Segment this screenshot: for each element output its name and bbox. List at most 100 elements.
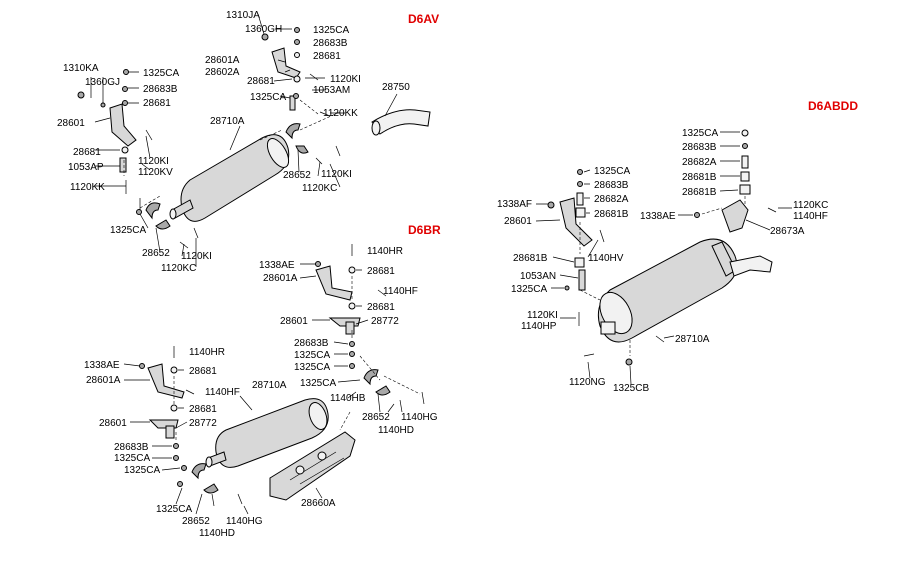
bracket-28601-d6br-top <box>328 317 361 327</box>
label-1140hp: 1140HP <box>521 321 557 332</box>
label-28652: 28652 <box>142 248 170 259</box>
label-28710a: 28710A <box>252 380 287 391</box>
label-1325ca: 1325CA <box>682 128 718 139</box>
d6av-assembly <box>77 13 431 267</box>
label-28750: 28750 <box>382 82 410 93</box>
clamp-d6av-1 <box>285 123 301 140</box>
label-1338ae: 1338AE <box>640 211 676 222</box>
label-1120ki: 1120KI <box>527 310 558 321</box>
label-1325ca: 1325CA <box>156 504 192 515</box>
label-28682a: 28682A <box>594 194 629 205</box>
label-1310ja: 1310JA <box>226 10 260 21</box>
label-28681: 28681 <box>73 147 101 158</box>
bracket-28601a-d6br-top <box>315 265 353 301</box>
label-28710a: 28710A <box>210 116 245 127</box>
d6br-assembly <box>123 244 425 515</box>
bracket-28601-d6abdd <box>559 197 593 247</box>
label-1325cb: 1325CB <box>613 383 649 394</box>
label-1140hd: 1140HD <box>378 425 414 436</box>
label-1120kc: 1120KC <box>793 200 828 211</box>
label-1325ca: 1325CA <box>124 465 160 476</box>
label-1140hr: 1140HR <box>189 347 225 358</box>
label-28683b: 28683B <box>682 142 717 153</box>
clamp-d6br-right <box>363 369 379 386</box>
label-1140hv: 1140HV <box>588 253 624 264</box>
label-28681b: 28681B <box>594 209 629 220</box>
bracket-28601a-d6br-left <box>147 363 185 399</box>
label-1325ca: 1325CA <box>511 284 547 295</box>
label-28772: 28772 <box>371 316 399 327</box>
label-1325ca: 1325CA <box>294 350 330 361</box>
label-28681: 28681 <box>143 98 171 109</box>
hanger-1053am <box>289 95 296 111</box>
label-28601a: 28601A <box>205 55 240 66</box>
pipe-28750 <box>371 109 431 135</box>
label-28681b: 28681B <box>513 253 548 264</box>
label-1120kc: 1120KC <box>161 263 196 274</box>
bracket-28601-d6av <box>109 103 137 147</box>
label-28652: 28652 <box>182 516 210 527</box>
label-1325ca: 1325CA <box>594 166 630 177</box>
label-1325ca: 1325CA <box>300 378 336 389</box>
d6abdd-assembly <box>535 129 792 385</box>
label-28673a: 28673A <box>770 226 805 237</box>
label-28681b: 28681B <box>682 172 717 183</box>
label-28601: 28601 <box>280 316 308 327</box>
label-1120ng: 1120NG <box>569 377 606 388</box>
muffler-d6br <box>205 398 329 468</box>
label-28652: 28652 <box>283 170 311 181</box>
label-1120kc: 1120KC <box>302 183 337 194</box>
label-28681: 28681 <box>367 302 395 313</box>
label-1120kk: 1120KK <box>70 182 105 193</box>
label-1120kv: 1120KV <box>138 167 173 178</box>
label-28660a: 28660A <box>301 498 336 509</box>
label-1120ki: 1120KI <box>181 251 212 262</box>
label-28681: 28681 <box>189 404 217 415</box>
label-1325ca: 1325CA <box>143 68 179 79</box>
label-28683b: 28683B <box>594 180 629 191</box>
label-1120ki: 1120KI <box>330 74 361 85</box>
label-1338af: 1338AF <box>497 199 532 210</box>
label-28710a: 28710A <box>675 334 710 345</box>
label-1325ca: 1325CA <box>110 225 146 236</box>
label-1120ki: 1120KI <box>138 156 169 167</box>
label-28601: 28601 <box>57 118 85 129</box>
section-title-d6abdd: D6ABDD <box>808 99 858 113</box>
label-1140hb: 1140HB <box>330 393 366 404</box>
label-28601a: 28601A <box>86 375 121 386</box>
label-28682a: 28682A <box>682 157 717 168</box>
isolator-28772-top <box>345 321 355 335</box>
label-28601a: 28601A <box>263 273 298 284</box>
label-1338ae: 1338AE <box>84 360 120 371</box>
label-28683b: 28683B <box>294 338 329 349</box>
label-1120ki: 1120KI <box>321 169 352 180</box>
label-1140hg: 1140HG <box>401 412 438 423</box>
label-1140hf: 1140HF <box>205 387 240 398</box>
label-1325ca: 1325CA <box>114 453 150 464</box>
isolator-28772-left <box>165 425 175 439</box>
hanger-1053ap <box>119 157 127 173</box>
section-title-d6av: D6AV <box>408 12 439 26</box>
label-1310ka: 1310KA <box>63 63 99 74</box>
muffler-d6abdd <box>597 238 773 343</box>
label-28681b: 28681B <box>682 187 717 198</box>
label-1360gj: 1360GJ <box>85 77 120 88</box>
label-1325ca: 1325CA <box>294 362 330 373</box>
label-28683b: 28683B <box>313 38 348 49</box>
label-1053ap: 1053AP <box>68 162 104 173</box>
label-28683b: 28683B <box>143 84 178 95</box>
label-1360gh: 1360GH <box>245 24 282 35</box>
label-1053an: 1053AN <box>520 271 556 282</box>
label-28652: 28652 <box>362 412 390 423</box>
label-1338ae: 1338AE <box>259 260 295 271</box>
label-1140hf: 1140HF <box>383 286 418 297</box>
label-1140hr: 1140HR <box>367 246 403 257</box>
label-28681: 28681 <box>247 76 275 87</box>
clamp-d6av-2 <box>145 202 161 220</box>
label-1325ca: 1325CA <box>313 25 349 36</box>
label-28681: 28681 <box>189 366 217 377</box>
label-1140hg: 1140HG <box>226 516 263 527</box>
label-28681: 28681 <box>313 51 341 62</box>
label-1325ca: 1325CA <box>250 92 286 103</box>
